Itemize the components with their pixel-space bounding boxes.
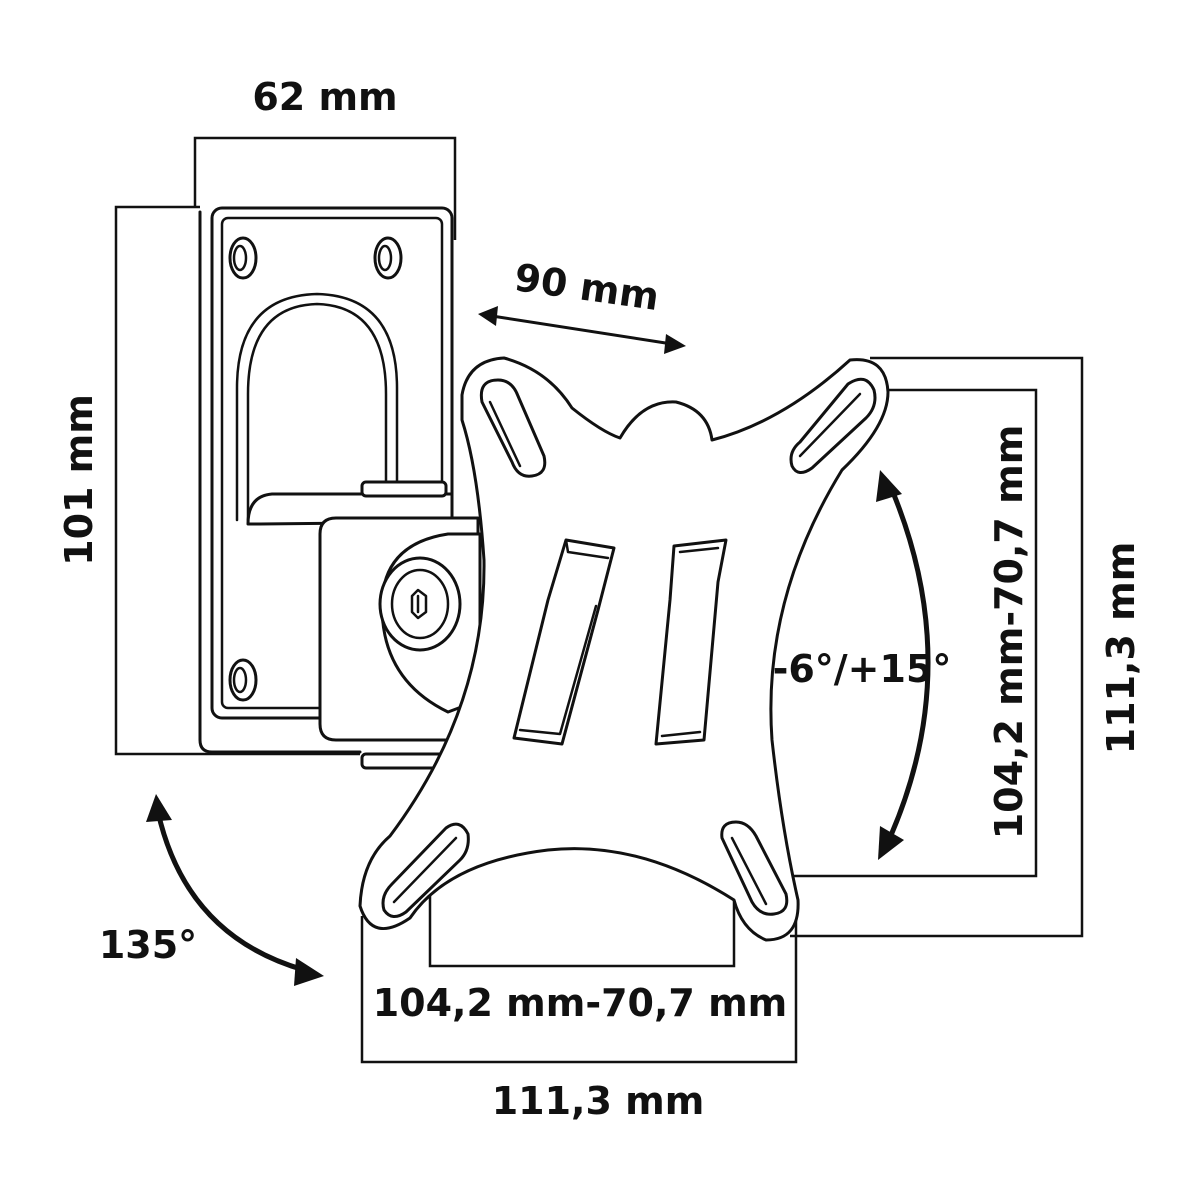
plate-vertical-overall-label: 111,3 mm xyxy=(1099,542,1143,755)
slot-bottom-right xyxy=(720,820,789,916)
arm-length-arrow xyxy=(478,306,686,354)
bracket-height-dimension xyxy=(114,205,360,756)
slot-bottom-left xyxy=(381,822,470,918)
vesa-plate xyxy=(358,356,890,942)
tilt-rail-left xyxy=(512,538,616,746)
plate-vertical-vesa-label: 104,2 mm-70,7 mm xyxy=(987,425,1031,840)
plate-vertical-vesa-dimension xyxy=(780,388,1038,878)
plate-horizontal-vesa-label: 104,2 mm-70,7 mm xyxy=(373,981,788,1025)
tilt-arrow xyxy=(876,470,931,860)
slot-top-left xyxy=(479,378,547,478)
plate-horizontal-overall-dimension xyxy=(360,900,798,1064)
plate-horizontal-vesa-dimension xyxy=(428,876,736,968)
tilt-label: -6°/+15° xyxy=(773,647,952,691)
swivel-arrow xyxy=(146,794,324,986)
bracket-height-label: 101 mm xyxy=(57,394,101,566)
bracket-width-dimension xyxy=(193,136,457,240)
tilt-rail-right xyxy=(654,538,728,746)
bracket-width-label: 62 mm xyxy=(252,75,397,119)
wall-bracket xyxy=(198,206,482,770)
arm-length-label: 90 mm xyxy=(512,255,662,319)
slot-top-right xyxy=(789,377,877,474)
plate-vertical-overall-dimension xyxy=(790,356,1084,938)
plate-horizontal-overall-label: 111,3 mm xyxy=(492,1079,705,1123)
swivel-label: 135° xyxy=(99,923,197,967)
